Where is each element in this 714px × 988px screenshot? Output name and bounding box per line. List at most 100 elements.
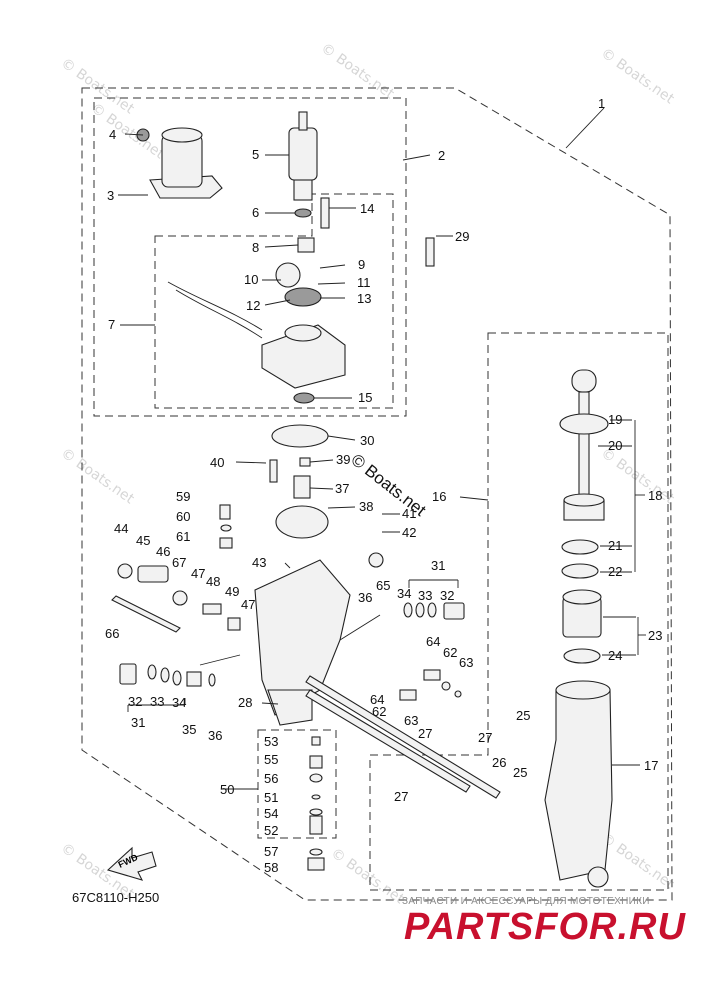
- callout-2: 2: [438, 148, 445, 163]
- o-ring-34-right: [403, 602, 413, 618]
- bolt-40: [269, 459, 278, 483]
- o-ring-15: [293, 392, 315, 404]
- callout-33b: 33: [150, 694, 164, 709]
- diagram-code: 67C8110-H250: [72, 890, 160, 905]
- assembly-outlines: [81, 87, 673, 901]
- tilt-cylinder: [544, 369, 613, 888]
- callout-43: 43: [252, 555, 266, 570]
- callout-11: 11: [357, 275, 371, 290]
- shop-logo: PARTSFOR.RU: [404, 906, 686, 948]
- armature-5: [288, 127, 318, 181]
- o-ring-24: [563, 648, 601, 664]
- callout-33a: 33: [418, 588, 432, 603]
- callout-61: 61: [176, 529, 190, 544]
- callout-38: 38: [359, 499, 373, 514]
- piston-49: [227, 617, 241, 631]
- watermark: © Boats.net: [328, 845, 408, 907]
- callout-34a: 34: [397, 586, 411, 601]
- spring-64-lower: [399, 689, 417, 701]
- callout-25a: 25: [516, 708, 530, 723]
- watermark: © Boats.net: [598, 830, 678, 892]
- callout-27a: 27: [418, 726, 432, 741]
- spring-55: [309, 755, 323, 769]
- valve-body: [254, 559, 351, 716]
- piston-head: [559, 413, 609, 435]
- callout-63a: 63: [459, 655, 473, 670]
- manual-valve-stack: [307, 736, 325, 871]
- callout-23: 23: [648, 628, 662, 643]
- callout-64a: 64: [426, 634, 440, 649]
- spring-64: [423, 669, 441, 681]
- o-ring-33: [160, 667, 170, 683]
- callout-39: 39: [336, 452, 350, 467]
- motor-body-3: [161, 134, 203, 188]
- watermark: © Boats.net: [58, 445, 138, 507]
- callout-45: 45: [136, 533, 150, 548]
- callout-53: 53: [264, 734, 278, 749]
- callout-25b: 25: [513, 765, 527, 780]
- callout-40: 40: [210, 455, 224, 470]
- callout-27b: 27: [478, 730, 492, 745]
- o-ring-22: [561, 563, 599, 579]
- valve-35: [186, 671, 202, 687]
- callout-36a: 36: [358, 590, 372, 605]
- callout-28: 28: [238, 695, 252, 710]
- o-ring-32-right: [427, 602, 437, 618]
- callout-31a: 31: [431, 558, 445, 573]
- outline-assembly-2: [93, 97, 407, 417]
- spring-39: [299, 457, 311, 467]
- ball-62: [441, 681, 451, 691]
- callout-62a: 62: [443, 645, 457, 660]
- callout-62b: 62: [372, 704, 386, 719]
- washer-6: [294, 208, 312, 218]
- outline-assembly-1: [81, 87, 673, 901]
- callout-65: 65: [376, 578, 390, 593]
- callout-10: 10: [244, 272, 258, 287]
- callout-41: 41: [402, 506, 416, 521]
- tilt-rod-66: [111, 595, 181, 633]
- right-valve-parts: [305, 602, 501, 799]
- callout-56: 56: [264, 771, 278, 786]
- o-ring-21: [561, 539, 599, 555]
- callout-36b: 36: [208, 728, 222, 743]
- brush-holder-10: [275, 262, 301, 288]
- watermark: © Boats.net: [598, 45, 678, 107]
- pipe-27b: [305, 689, 471, 793]
- motor-base-7: [261, 324, 346, 389]
- watermark: © Boats.net: [318, 40, 398, 102]
- callout-21: 21: [608, 538, 622, 553]
- callout-12: 12: [246, 298, 260, 313]
- cylinder-17: [544, 689, 613, 881]
- rod-20: [578, 391, 590, 503]
- callout-47a: 47: [191, 566, 205, 581]
- callout-32b: 32: [128, 694, 142, 709]
- callout-27c: 27: [394, 789, 408, 804]
- callout-35: 35: [182, 722, 196, 737]
- callout-5: 5: [252, 147, 259, 162]
- callout-67: 67: [172, 555, 186, 570]
- callout-29: 29: [455, 229, 469, 244]
- callout-19: 19: [608, 412, 622, 427]
- left-valve-parts: [111, 504, 241, 687]
- callout-47b: 47: [241, 597, 255, 612]
- callout-50: 50: [220, 782, 234, 797]
- bolt-14: [320, 197, 330, 229]
- callout-13: 13: [357, 291, 371, 306]
- shop-tagline: ЗАПЧАСТИ И АКСЕССУАРЫ ДЛЯ МОТОТЕХНИКИ: [402, 896, 650, 907]
- ring-46: [172, 590, 188, 606]
- valve-31-right: [443, 602, 465, 620]
- callout-46: 46: [156, 544, 170, 559]
- valve-31: [119, 663, 137, 685]
- screw-53: [311, 736, 321, 746]
- callout-60: 60: [176, 509, 190, 524]
- callout-26: 26: [492, 755, 506, 770]
- o-ring-44: [117, 563, 133, 579]
- callout-63b: 63: [404, 713, 418, 728]
- o-ring-51: [311, 794, 321, 800]
- leader-lines: [118, 107, 646, 790]
- bolt-29: [425, 237, 435, 267]
- callout-9: 9: [358, 257, 365, 272]
- valve-45: [137, 565, 169, 583]
- callout-32a: 32: [440, 588, 454, 603]
- o-ring-30: [271, 424, 329, 448]
